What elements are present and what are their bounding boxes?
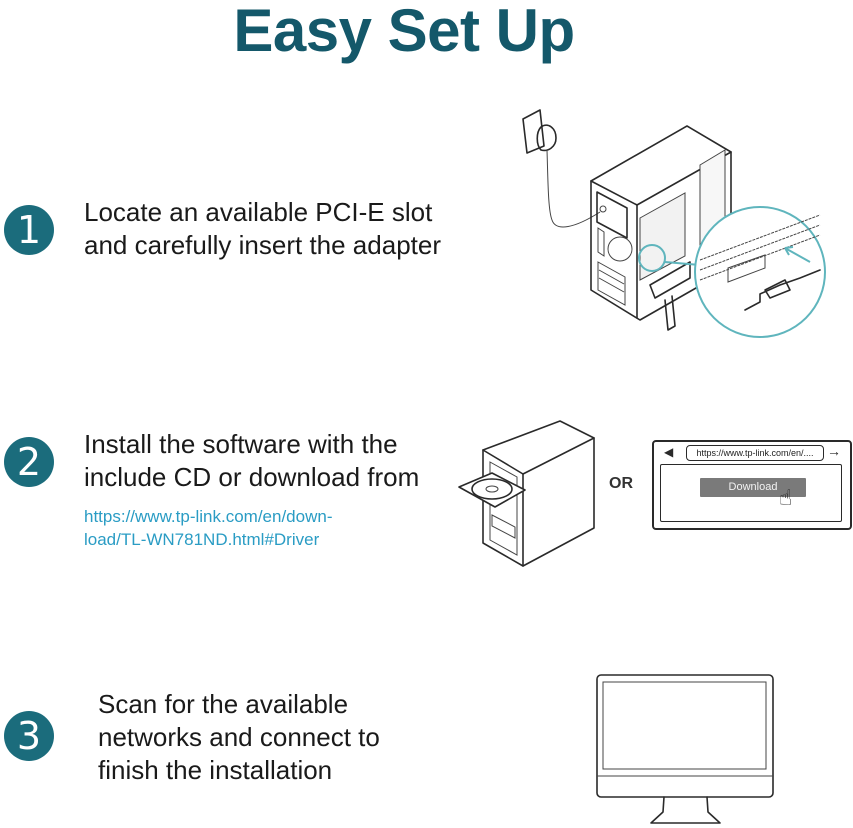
step-2-line-1: Install the software with the <box>84 429 398 459</box>
step-1-badge: 1 <box>4 205 54 255</box>
download-button[interactable]: Download <box>700 478 806 497</box>
step-2-line-2: include CD or download from <box>84 462 420 492</box>
browser-viewport: Download ☝ <box>660 464 842 522</box>
browser-url-bar[interactable]: https://www.tp-link.com/en/.... <box>686 445 824 461</box>
step-1-line-2: and carefully insert the adapter <box>84 230 441 260</box>
step-1-line-1: Locate an available PCI-E slot <box>84 197 433 227</box>
driver-link-line-2[interactable]: load/TL-WN781ND.html#Driver <box>84 530 320 549</box>
arrow-left-icon[interactable]: ◀ <box>664 445 674 459</box>
step-2-text: Install the software with the include CD… <box>84 428 419 494</box>
step-2-badge: 2 <box>4 437 54 487</box>
pcie-slot-zoom-icon <box>694 206 826 338</box>
hand-pointer-icon: ☝ <box>779 485 793 510</box>
arrow-right-icon[interactable]: → <box>827 443 841 459</box>
step-3-line-3: finish the installation <box>98 755 333 785</box>
step-3-badge: 3 <box>4 711 54 761</box>
browser-window: ◀ https://www.tp-link.com/en/.... → Down… <box>652 440 852 530</box>
step-3-line-1: Scan for the available <box>98 689 349 719</box>
step-3-text: Scan for the available networks and conn… <box>98 688 380 787</box>
wall-outlet-icon <box>522 109 601 228</box>
cd-tower-icon <box>458 420 595 567</box>
driver-download-link[interactable]: https://www.tp-link.com/en/down- load/TL… <box>84 505 332 551</box>
driver-link-line-1[interactable]: https://www.tp-link.com/en/down- <box>84 507 333 526</box>
step-3-line-2: networks and connect to <box>98 722 380 752</box>
or-label: OR <box>609 475 633 492</box>
monitor-icon <box>596 674 774 824</box>
step-1-text: Locate an available PCI-E slot and caref… <box>84 196 441 262</box>
page-title: Easy Set Up <box>233 0 575 64</box>
